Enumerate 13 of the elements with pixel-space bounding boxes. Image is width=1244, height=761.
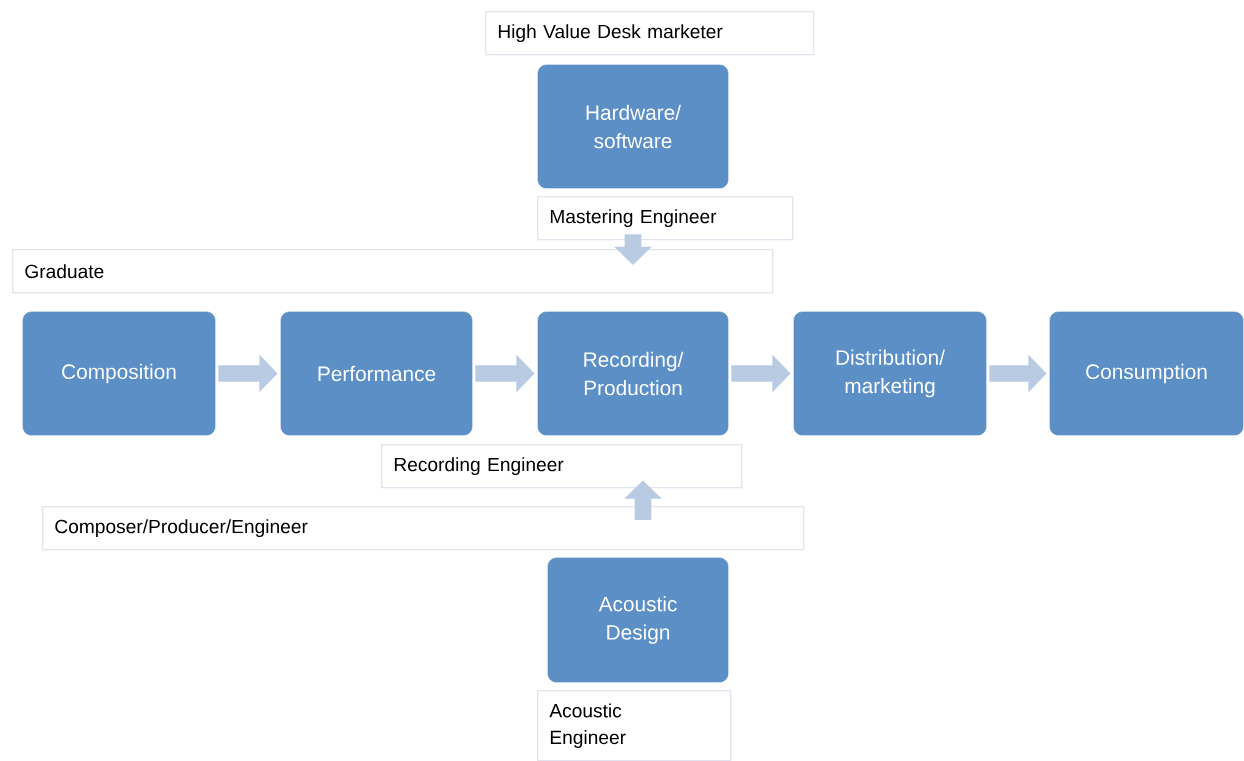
role-box: Recording Engineer <box>381 444 743 489</box>
stage-box: Distribution/ marketing <box>793 311 987 436</box>
stage-box: Composition <box>22 311 216 436</box>
role-box: Graduate <box>12 249 774 294</box>
role-box: High Value Desk marketer <box>485 11 815 56</box>
stage-box: Recording/ Production <box>537 311 729 436</box>
stage-box: Consumption <box>1049 311 1244 436</box>
role-box: Mastering Engineer <box>537 196 794 241</box>
stage-box: Performance <box>280 311 473 436</box>
role-box: Composer/Producer/Engineer <box>42 506 805 551</box>
stage-box: Acoustic Design <box>547 557 729 683</box>
stage-box: Hardware/ software <box>537 64 729 189</box>
role-box: Acoustic Engineer <box>537 690 732 761</box>
